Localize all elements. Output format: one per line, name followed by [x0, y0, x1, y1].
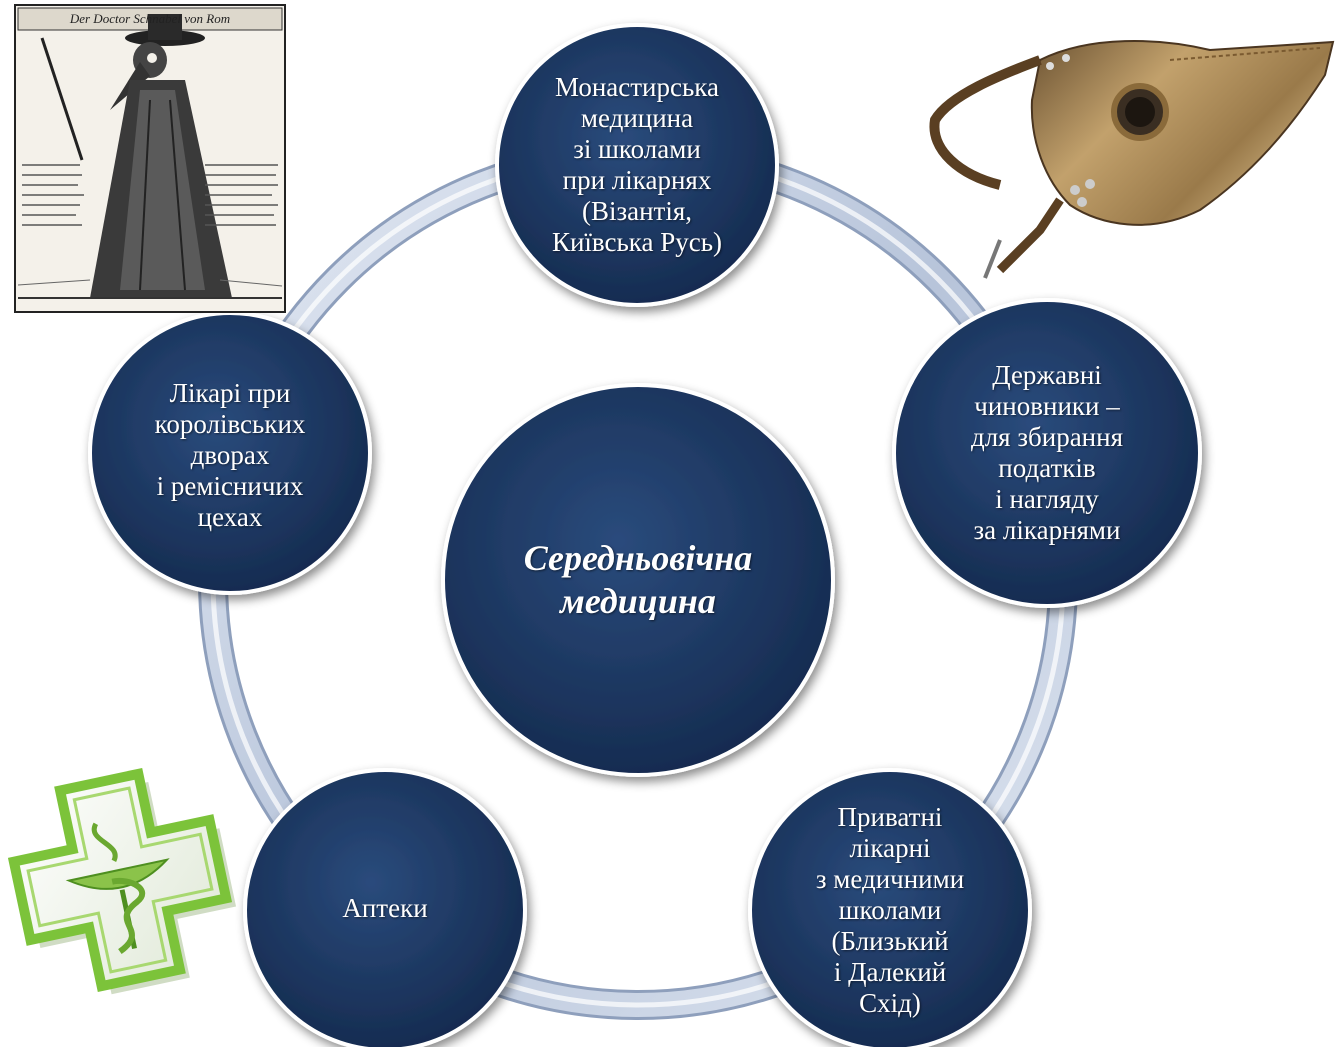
node-left-label: Лікарі при королівських дворах і ремісни…: [154, 377, 306, 532]
engraving-title: Der Doctor Schnabel von Rom: [69, 11, 231, 26]
node-top-label: Монастирська медицина зі школами при лік…: [551, 72, 723, 257]
plague-mask-picture: [929, 40, 1335, 279]
node-right-circle: [892, 298, 1202, 608]
pharmacy-cross-icon: [7, 767, 237, 995]
center-node: [441, 383, 835, 777]
node-bottom-left-circle: [243, 768, 527, 1047]
node-bottom-right-label: Приватні лікарні з медичними школами (Бл…: [815, 801, 965, 1018]
center-label: Середньовічна медицина: [523, 538, 753, 621]
plague-doctor-engraving: [14, 4, 286, 313]
node-right-label: Державні чиновники – для збирання податк…: [970, 360, 1124, 545]
node-top-circle: [495, 23, 779, 307]
node-bottom-right-circle: [748, 768, 1032, 1047]
node-bottom-left-label: Аптеки: [342, 892, 428, 923]
